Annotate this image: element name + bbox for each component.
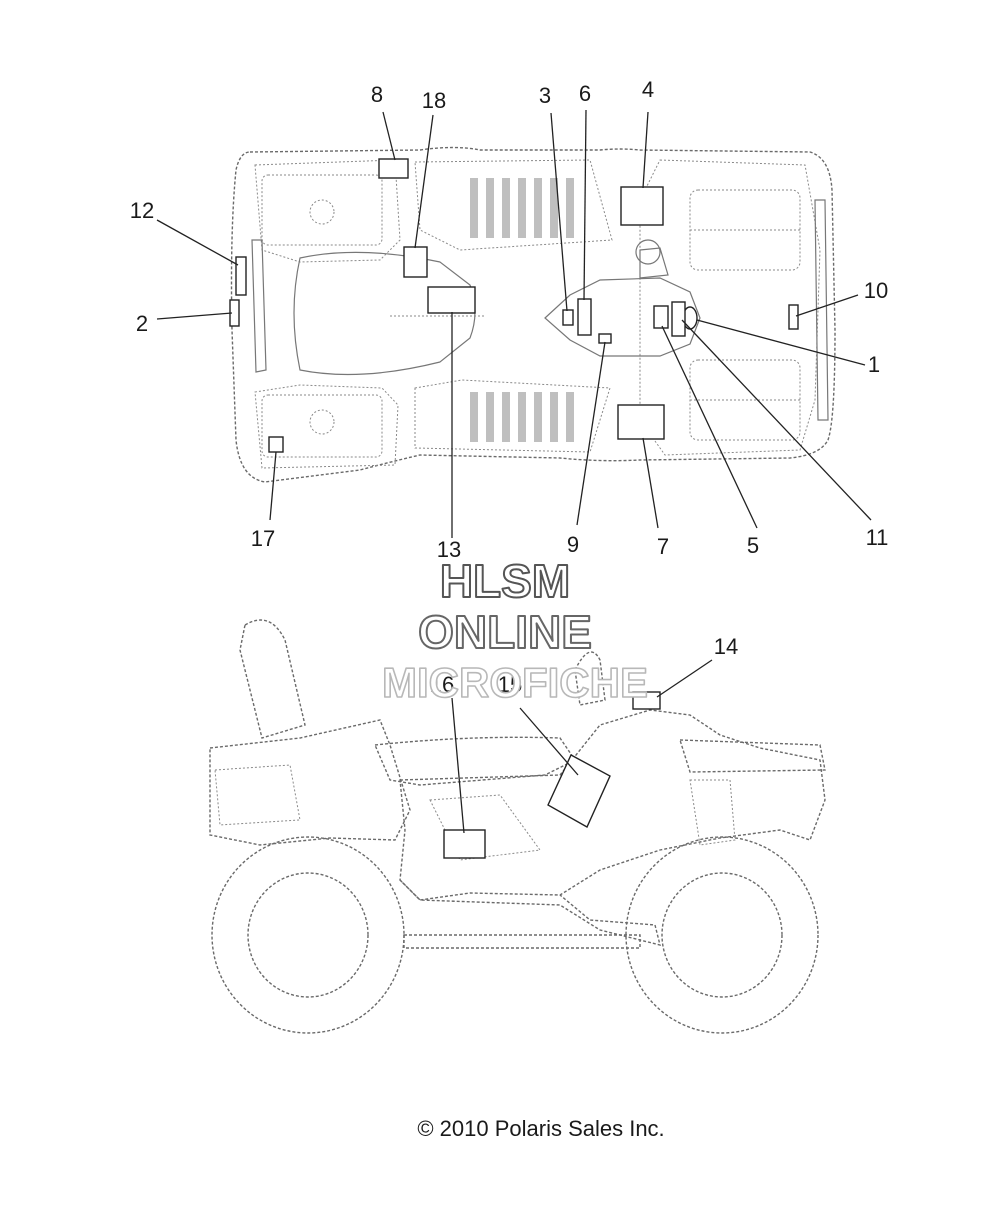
decal-17 xyxy=(268,436,284,453)
decal-11 xyxy=(671,301,686,337)
callout-7: 7 xyxy=(657,534,669,559)
decal-9 xyxy=(598,333,612,344)
callout-8: 8 xyxy=(371,82,383,107)
decal-4 xyxy=(620,186,664,226)
side-view-leaders xyxy=(451,659,713,834)
decal-8 xyxy=(378,158,409,179)
callout-13: 13 xyxy=(437,537,461,562)
callout-10: 10 xyxy=(864,278,888,303)
callout-2: 2 xyxy=(136,311,148,336)
decal-14 xyxy=(632,691,661,710)
decal-16 xyxy=(443,829,486,859)
callout-11: 11 xyxy=(866,525,889,550)
callout-16: 16 xyxy=(430,672,454,697)
decal-10 xyxy=(788,304,799,330)
top-view-atv xyxy=(230,146,836,483)
side-view-decals xyxy=(443,691,661,859)
decal-3 xyxy=(562,309,574,326)
decal-7 xyxy=(617,404,665,440)
decal-6 xyxy=(577,298,592,336)
top-view-callouts: 8 18 3 6 4 12 2 10 1 17 13 9 7 5 11 xyxy=(130,77,889,562)
callout-3: 3 xyxy=(539,83,551,108)
callout-4: 4 xyxy=(642,77,654,102)
copyright-text: © 2010 Polaris Sales Inc. xyxy=(417,1116,664,1141)
callout-9: 9 xyxy=(567,532,579,557)
top-view-decals xyxy=(229,158,799,453)
decal-5 xyxy=(653,305,669,329)
footwell-treads xyxy=(470,178,574,442)
side-view-atv xyxy=(209,619,826,1034)
callout-18: 18 xyxy=(422,88,446,113)
decal-18 xyxy=(403,246,428,278)
top-view-leaders xyxy=(156,109,872,538)
callout-6: 6 xyxy=(579,81,591,106)
callout-5: 5 xyxy=(747,533,759,558)
watermark-line-1: HLSM xyxy=(440,555,570,607)
side-view-callouts: 14 15 16 xyxy=(430,634,738,697)
decal-13 xyxy=(427,286,476,314)
decal-15 xyxy=(547,754,611,828)
callout-17: 17 xyxy=(251,526,275,551)
decal-12 xyxy=(235,256,247,296)
watermark-line-2: ONLINE xyxy=(418,606,592,658)
callout-12: 12 xyxy=(130,198,154,223)
callout-15: 15 xyxy=(498,672,522,697)
callout-1: 1 xyxy=(868,352,880,377)
watermark: HLSM ONLINE MICROFICHE xyxy=(381,554,649,707)
watermark-line-3: MICROFICHE xyxy=(382,659,648,706)
callout-14: 14 xyxy=(714,634,738,659)
